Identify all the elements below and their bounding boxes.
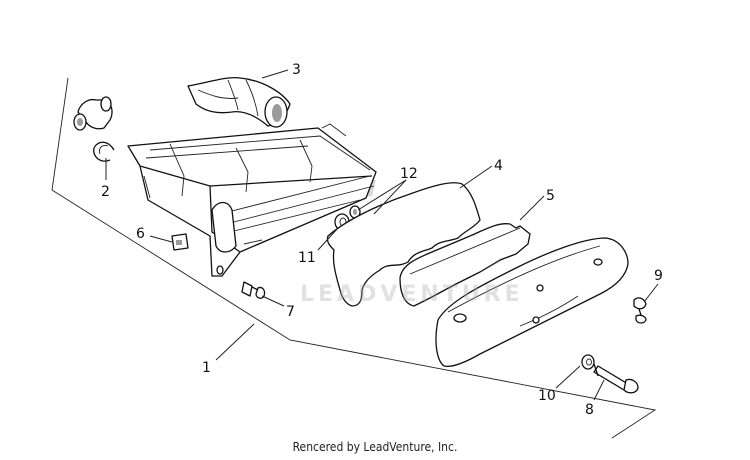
clip-ring xyxy=(93,141,115,162)
credit-line: Rencered by LeadVenture, Inc. xyxy=(292,440,458,454)
callout-3: 3 xyxy=(292,62,301,78)
screw-9 xyxy=(633,297,647,324)
callout-10: 10 xyxy=(538,388,556,404)
air-box-cover xyxy=(435,237,629,368)
assembly-boundary xyxy=(51,77,657,439)
callout-6: 6 xyxy=(136,226,145,242)
callout-8: 8 xyxy=(585,402,594,418)
callout-11: 11 xyxy=(298,250,316,266)
callout-1: 1 xyxy=(202,360,211,376)
callout-2: 2 xyxy=(101,184,110,200)
callout-4: 4 xyxy=(494,158,503,174)
screw-7 xyxy=(241,281,266,299)
leader-lines xyxy=(105,69,659,401)
clip-nut xyxy=(171,233,189,251)
washer xyxy=(581,354,595,370)
air-box-housing xyxy=(127,123,377,277)
intake-hose xyxy=(187,76,291,128)
callout-5: 5 xyxy=(546,188,555,204)
callout-7: 7 xyxy=(286,304,295,320)
bolt xyxy=(593,363,639,394)
callout-12: 12 xyxy=(400,166,418,182)
elbow-fitting xyxy=(73,96,113,131)
gasket xyxy=(326,182,481,307)
callout-9: 9 xyxy=(654,268,663,284)
watermark-text: LEADVENTURE xyxy=(300,282,524,307)
filter-element xyxy=(399,223,531,307)
